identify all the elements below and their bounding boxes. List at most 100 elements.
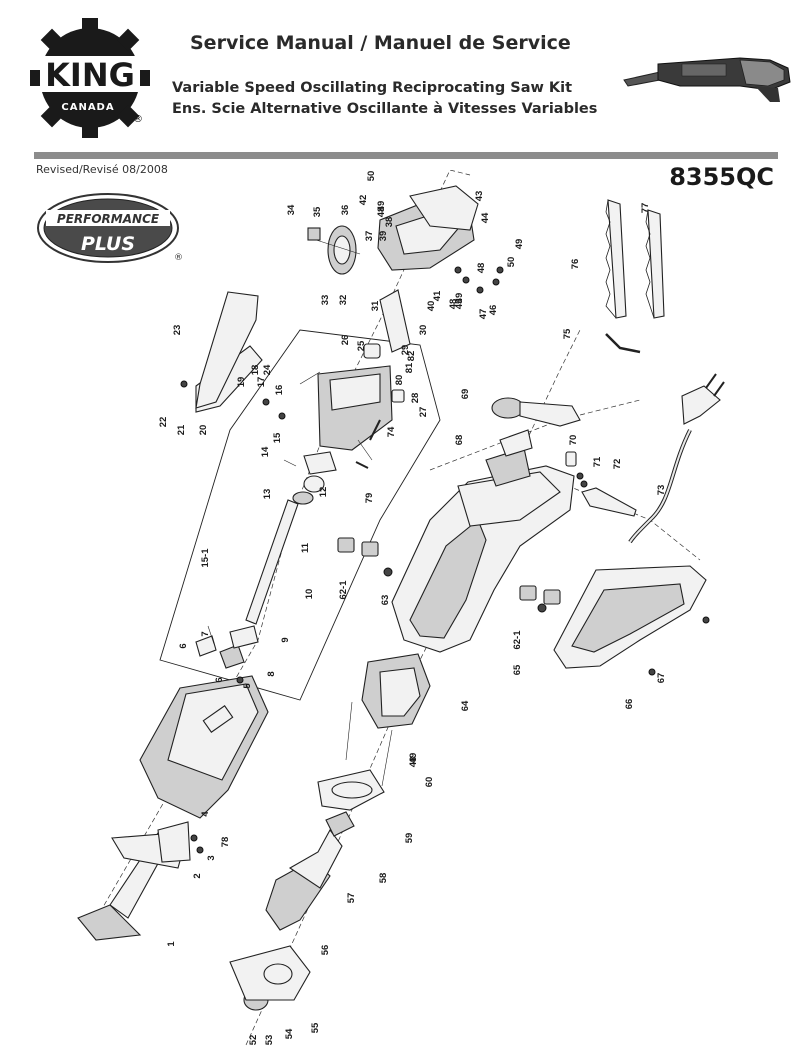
part-callout-49: 49	[376, 201, 387, 212]
logo-registered-mark: ®	[133, 114, 143, 125]
part-callout-2: 2	[192, 873, 203, 878]
cord-clamp-parts	[565, 451, 637, 517]
front-boot	[139, 675, 269, 819]
clamp-small-parts	[195, 625, 259, 684]
pins	[355, 419, 381, 469]
part-callout-25: 25	[356, 340, 367, 351]
part-callout-38: 38	[384, 217, 395, 228]
part-callout-27: 27	[418, 407, 429, 418]
part-callout-32: 32	[338, 295, 349, 306]
part-callout-53: 53	[264, 1035, 275, 1046]
part-callout-6: 6	[214, 677, 225, 682]
part-callout-16: 16	[274, 385, 285, 396]
logo-king-text: KING	[45, 56, 135, 94]
part-callout-26: 26	[340, 335, 351, 346]
part-callout-77: 77	[640, 203, 651, 214]
exploded-parts-diagram: 123456678910111213141515-116171819202122…	[77, 170, 725, 1046]
motor-parts	[229, 769, 385, 1011]
subassembly-15-1-outline	[159, 329, 441, 701]
part-callout-13: 13	[262, 489, 273, 500]
subtitle-french: Ens. Scie Alternative Oscillante à Vites…	[172, 101, 598, 117]
part-callout-5: 5	[242, 683, 253, 689]
part-callout-15: 15	[272, 432, 283, 443]
part-callout-20: 20	[198, 425, 209, 436]
plunger-rod	[245, 491, 314, 625]
king-canada-logo: KING CANADA ®	[30, 18, 150, 138]
badge-registered-mark: ®	[174, 253, 183, 263]
part-callout-36: 36	[340, 205, 351, 216]
part-callout-73: 73	[656, 485, 667, 496]
part-callout-49: 49	[454, 293, 465, 304]
part-callout-42: 42	[358, 195, 369, 206]
part-callout-6: 6	[178, 643, 189, 648]
part-callout-17: 17	[256, 377, 267, 388]
header-divider	[34, 152, 778, 159]
part-callout-37: 37	[364, 231, 375, 242]
stator-and-screws	[345, 653, 431, 787]
plate-and-screws	[157, 821, 204, 863]
part-callout-8: 8	[266, 671, 277, 676]
part-callout-75: 75	[562, 328, 573, 339]
part-callout-31: 31	[370, 300, 381, 311]
handle-cover	[553, 565, 710, 676]
part-callout-18: 18	[250, 365, 261, 376]
part-callout-76: 76	[570, 259, 581, 270]
counterweight-bracket	[195, 291, 259, 409]
trigger-switch	[485, 429, 533, 487]
part-callout-65: 65	[512, 664, 523, 675]
part-callout-48: 48	[376, 207, 387, 218]
part-callout-33: 33	[320, 295, 331, 306]
logo-canada-text: CANADA	[61, 102, 114, 113]
hex-key	[605, 333, 641, 354]
saw-product-photo	[623, 57, 791, 102]
part-callout-1: 1	[166, 941, 177, 947]
badge-plus-text: PLUS	[81, 233, 135, 255]
part-callout-50: 50	[506, 257, 517, 268]
part-callout-15-1: 15-1	[200, 548, 211, 568]
part-callout-62-1: 62-1	[512, 630, 523, 650]
part-callout-34: 34	[286, 204, 297, 215]
callout-labels: 123456678910111213141515-116171819202122…	[158, 171, 667, 1046]
part-callout-7: 7	[200, 631, 211, 636]
part-callout-48: 48	[448, 299, 459, 310]
saw-blades	[605, 199, 665, 319]
part-callout-41: 41	[432, 290, 443, 301]
part-callout-62-1: 62-1	[338, 580, 349, 600]
part-callout-48: 48	[408, 757, 419, 768]
power-cord	[628, 373, 725, 544]
part-callout-40: 40	[426, 301, 437, 312]
part-callout-44: 44	[480, 212, 491, 223]
part-callout-55: 55	[310, 1022, 321, 1033]
part-callout-11: 11	[300, 542, 311, 553]
revision-date: Revised/Revisé 08/2008	[36, 163, 168, 176]
part-callout-14: 14	[260, 446, 271, 457]
part-callout-49: 49	[514, 239, 525, 250]
part-callout-21: 21	[176, 424, 187, 435]
gear-cover	[409, 185, 479, 231]
part-callout-81: 81	[404, 362, 415, 373]
subtitle-english: Variable Speed Oscillating Reciprocating…	[172, 80, 573, 96]
rod-guide-parts	[283, 451, 337, 493]
main-housing	[391, 465, 575, 653]
part-callout-66: 66	[624, 699, 635, 710]
badge-performance-text: PERFORMANCE	[57, 212, 160, 226]
performance-plus-badge: PERFORMANCE PLUS ®	[37, 193, 183, 263]
part-callout-67: 67	[656, 673, 667, 684]
part-callout-82: 82	[406, 351, 417, 362]
part-callout-22: 22	[158, 417, 169, 428]
part-callout-3: 3	[206, 855, 217, 860]
part-callout-30: 30	[418, 325, 429, 336]
part-callout-45: 45	[454, 298, 465, 309]
part-callout-57: 57	[346, 893, 357, 904]
part-callout-39: 39	[378, 231, 389, 242]
part-callout-46: 46	[488, 305, 499, 316]
part-callout-78: 78	[220, 837, 231, 848]
part-callout-64: 64	[460, 700, 471, 711]
part-callout-71: 71	[592, 456, 603, 467]
part-callout-54: 54	[284, 1028, 295, 1039]
part-callout-50: 50	[366, 171, 377, 182]
part-callout-74: 74	[386, 426, 397, 437]
part-callout-49: 49	[408, 753, 419, 764]
part-callout-70: 70	[568, 435, 579, 446]
trigger-lever	[491, 397, 581, 427]
